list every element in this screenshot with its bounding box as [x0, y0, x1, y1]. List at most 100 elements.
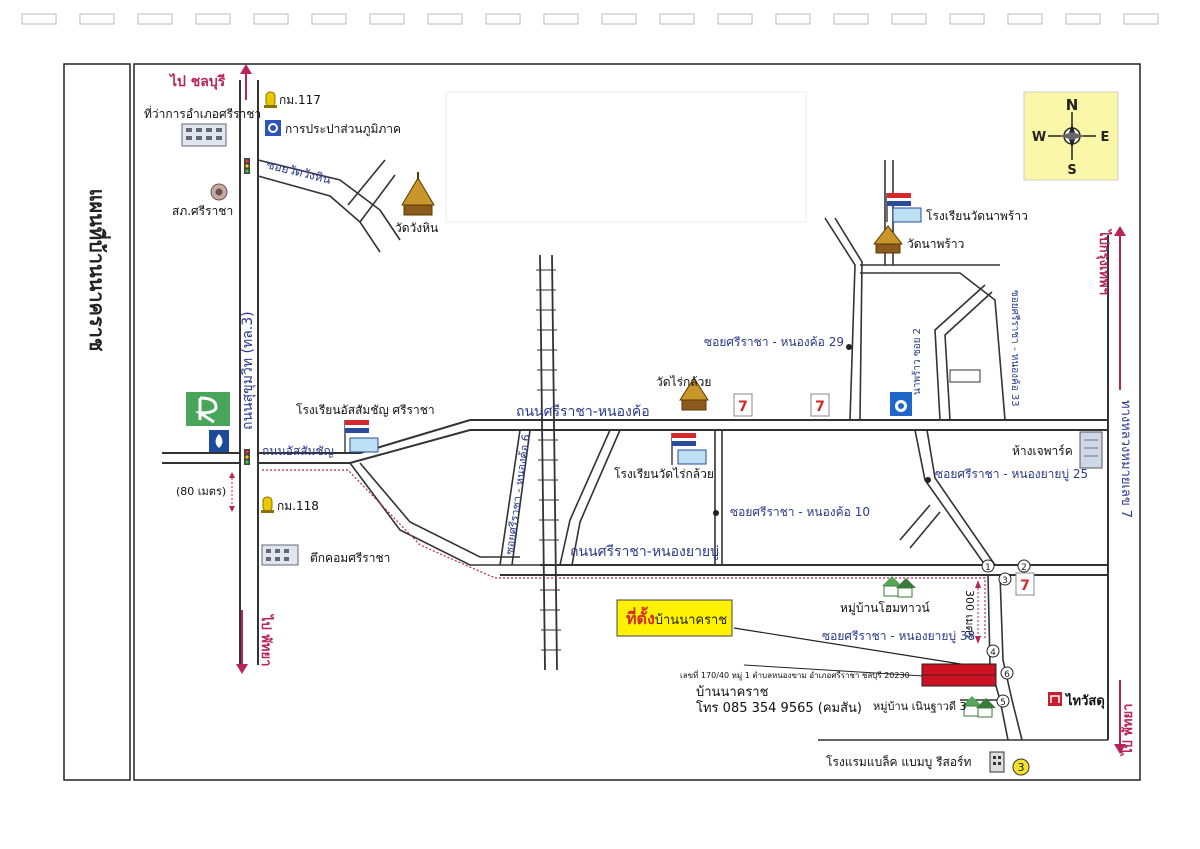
place-jpark: ห้างเจพาร์ค	[1012, 444, 1073, 458]
route-line	[262, 469, 986, 640]
svg-text:2: 2	[1021, 563, 1027, 573]
svg-text:7: 7	[1020, 578, 1030, 594]
svg-text:7: 7	[815, 399, 825, 415]
marker-3: 3	[998, 572, 1012, 586]
place-home-town: หมู่บ้านโฮมทาวน์	[840, 601, 930, 616]
compass-e: E	[1101, 130, 1110, 145]
hotel-icon	[989, 751, 1005, 773]
traffic-light-icon	[244, 449, 250, 465]
target-address: เลขที่ 170/40 หมู่ 1 ตำบลหนองขาม อำเภอศร…	[680, 669, 910, 681]
road-soi-nongkho-10b	[714, 430, 723, 565]
compass: N S W E	[1023, 91, 1119, 181]
distance-80-marker	[229, 472, 235, 512]
target-label-box: ที่ตั้งบ้านนาคราช	[616, 599, 733, 637]
building-icon	[261, 544, 299, 566]
block	[949, 369, 981, 383]
target-pointer-2	[743, 664, 925, 677]
compass-s: S	[1067, 163, 1076, 178]
place-tuk-com: ตึกคอมศรีราชา	[310, 551, 390, 565]
convenience-store-icon	[890, 392, 912, 416]
place-school-rai-kluay: โรงเรียนวัดไร่กล้วย	[614, 467, 714, 481]
place-wat-rai-kluay: วัดไร่กล้วย	[656, 375, 711, 389]
r-logo-icon	[186, 392, 230, 426]
police-icon	[210, 183, 228, 201]
map-frame	[133, 63, 1141, 781]
dir-chonburi: ไป ชลบุรี	[168, 72, 226, 90]
label-sriracha-nongyaiboo: ถนนศรีราชา-หนองยายบู่	[570, 544, 719, 560]
svg-text:4: 4	[990, 648, 996, 658]
place-school-na-phrao: โรงเรียนวัดนาพร้าว	[926, 209, 1028, 223]
dir-pattaya-left: ไป พัทยา	[258, 613, 275, 666]
road-top-loop	[860, 160, 1006, 421]
road-sukhumvit	[239, 80, 259, 665]
place-thai-watsadu: ไทวัสดุ	[1064, 692, 1105, 709]
km-marker-icon	[264, 91, 277, 108]
distance-300-marker	[975, 580, 981, 644]
place-km118: กม.118	[277, 499, 319, 513]
place-school-assumption: โรงเรียนอัสสัมชัญ ศรีราชา	[296, 403, 435, 417]
target-name: บ้านนาคราช	[696, 685, 769, 700]
road-soi-nongyaiboo-25	[914, 429, 996, 566]
seven-eleven-icon: 7	[1015, 572, 1035, 596]
label-soi-nongyaiboo-25: ซอยศรีราชา - หนองยายบู่ 25	[935, 467, 1088, 482]
svg-text:7: 7	[738, 399, 748, 415]
label-soi-nongyaiboo-38: ซอยศรีราชา - หนองยายบู่ 38	[822, 629, 975, 644]
place-km117: กม.117	[279, 93, 321, 107]
junction	[846, 344, 852, 350]
label-highway-7: ทางหลวงหมายเลข 7	[1118, 400, 1133, 518]
traffic-light-icon	[244, 158, 250, 174]
place-wat-wang-hin: วัดวังหิน	[395, 221, 438, 235]
dir-pattaya-right: ไป พัทยา	[1119, 704, 1136, 757]
label-soi-nongkho-6: ซอยศรีราชา - หนองค้อ 6	[503, 433, 533, 555]
marker-2: 2	[1017, 559, 1031, 573]
road-soi-wat-wang-hin	[257, 159, 401, 253]
target-pointer	[733, 627, 987, 669]
bank-logo-icon	[209, 430, 229, 452]
marker-6: 6	[1000, 666, 1014, 680]
school-flag-icon	[671, 433, 707, 465]
marker-1: 1	[981, 559, 995, 573]
label-sukhumvit: ถนนสุขุมวิท (ทล.3)	[240, 311, 256, 430]
thai-watsadu-logo-icon	[1048, 692, 1062, 706]
school-flag-icon	[886, 193, 922, 223]
distance-80: (80 เมตร)	[176, 485, 226, 498]
school-flag-icon	[344, 420, 379, 453]
temple-icon	[401, 172, 435, 216]
marker-4: 4	[986, 644, 1000, 658]
road-soi-nongkho-29	[824, 217, 863, 421]
road-assumption	[162, 419, 1108, 464]
place-police: สภ.ศรีราชา	[172, 204, 233, 218]
railway	[536, 254, 561, 671]
svg-text:3: 3	[1018, 761, 1025, 774]
place-hotel: โรงแรมแบล็ค แบมบู รีสอร์ท	[826, 754, 972, 770]
arrow-down-pattaya-icon	[236, 610, 248, 674]
label-soi-nongkho-10: ซอยศรีราชา - หนองค้อ 10	[730, 505, 870, 519]
road-branch-25	[899, 504, 941, 549]
road-soi-naphrao-2	[934, 284, 993, 421]
marker-5: 5	[996, 694, 1010, 708]
target-phone: โทร 085 354 9565 (คมสัน)	[696, 700, 862, 716]
label-soi-naphrao-2: นาพร้าว ซอย 2	[911, 328, 923, 395]
junction	[925, 477, 931, 483]
pwa-logo-icon	[265, 120, 281, 136]
place-nern-thawadee: หมู่บ้าน เนินฐาวดี 3	[873, 700, 967, 713]
place-district-office: ที่ว่าการอำเภอศรีราชา	[144, 105, 261, 121]
place-wat-na-phrao: วัดนาพร้าว	[907, 237, 964, 251]
compass-n: N	[1066, 96, 1079, 114]
arrow-up-chonburi-icon	[240, 64, 252, 100]
distance-300: 300 เมตร	[963, 590, 976, 639]
marker-3-yellow: 3	[1012, 758, 1030, 776]
seven-eleven-icon: 7	[810, 393, 830, 417]
mall-building-icon	[1079, 431, 1103, 469]
road-soi-nongkho-10	[559, 429, 621, 566]
dir-bangkok: ไปกรุงเทพฯ	[1096, 228, 1113, 295]
faded-box	[445, 91, 807, 223]
building-icon	[181, 123, 227, 147]
arrow-down-pattaya-right-icon	[1114, 680, 1126, 754]
binder-strip	[21, 13, 1159, 25]
label-soi-nongkho-29: ซอยศรีราชา - หนองค้อ 29	[704, 335, 844, 349]
temple-icon	[679, 377, 709, 411]
village-icon	[882, 576, 916, 598]
place-pwa: การประปาส่วนภูมิภาค	[285, 122, 401, 137]
